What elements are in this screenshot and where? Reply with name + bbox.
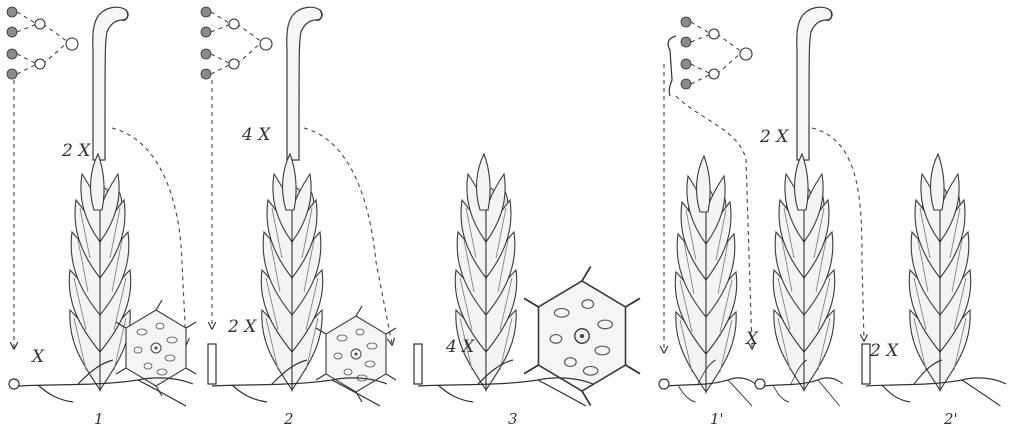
protonema-origin [9, 379, 19, 389]
panel-1: 2 X X 1 [7, 7, 196, 428]
spore-tetrad [681, 17, 752, 89]
ploidy-label: 4 X [241, 125, 271, 145]
leafy-shoot [675, 156, 737, 392]
sporophyte [797, 7, 832, 160]
panel-3: 4 X 3 [414, 154, 640, 428]
leafy-shoot [909, 154, 971, 390]
leaf-cell [316, 306, 396, 402]
ploidy-label: X [30, 347, 45, 367]
leafy-shoot [773, 154, 835, 390]
protonema-origin [659, 379, 669, 389]
panel-number: 3 [508, 410, 518, 428]
sporophyte [287, 7, 322, 160]
panel-number: 2' [943, 410, 958, 428]
ploidy-label: 2 X [759, 127, 789, 147]
protonema-origin [208, 344, 216, 384]
ploidy-label: 4 X [445, 337, 475, 357]
ploidy-label: 2 X [61, 141, 91, 161]
leaf-cell [524, 266, 640, 405]
leafy-shoot [261, 154, 323, 390]
ploidy-label: X [744, 329, 759, 349]
panel-2: 4 X 2 X 2 [201, 7, 396, 428]
panel-number: 1' [710, 410, 724, 428]
panel-1-prime: X 1' 2 X [659, 7, 843, 428]
leafy-shoot [69, 154, 131, 390]
ploidy-label: 2 X [869, 341, 899, 361]
spore-tetrad [7, 7, 78, 79]
protonema-origin [862, 344, 870, 384]
panel-number: 2 [283, 410, 294, 428]
protonema-origin [414, 344, 422, 384]
spore-tetrad [201, 7, 272, 79]
sporophyte [93, 7, 128, 160]
protonema-origin [755, 379, 765, 389]
panel-number: 1 [94, 410, 104, 428]
bracket [668, 36, 676, 96]
ploidy-label: 2 X [227, 317, 257, 337]
